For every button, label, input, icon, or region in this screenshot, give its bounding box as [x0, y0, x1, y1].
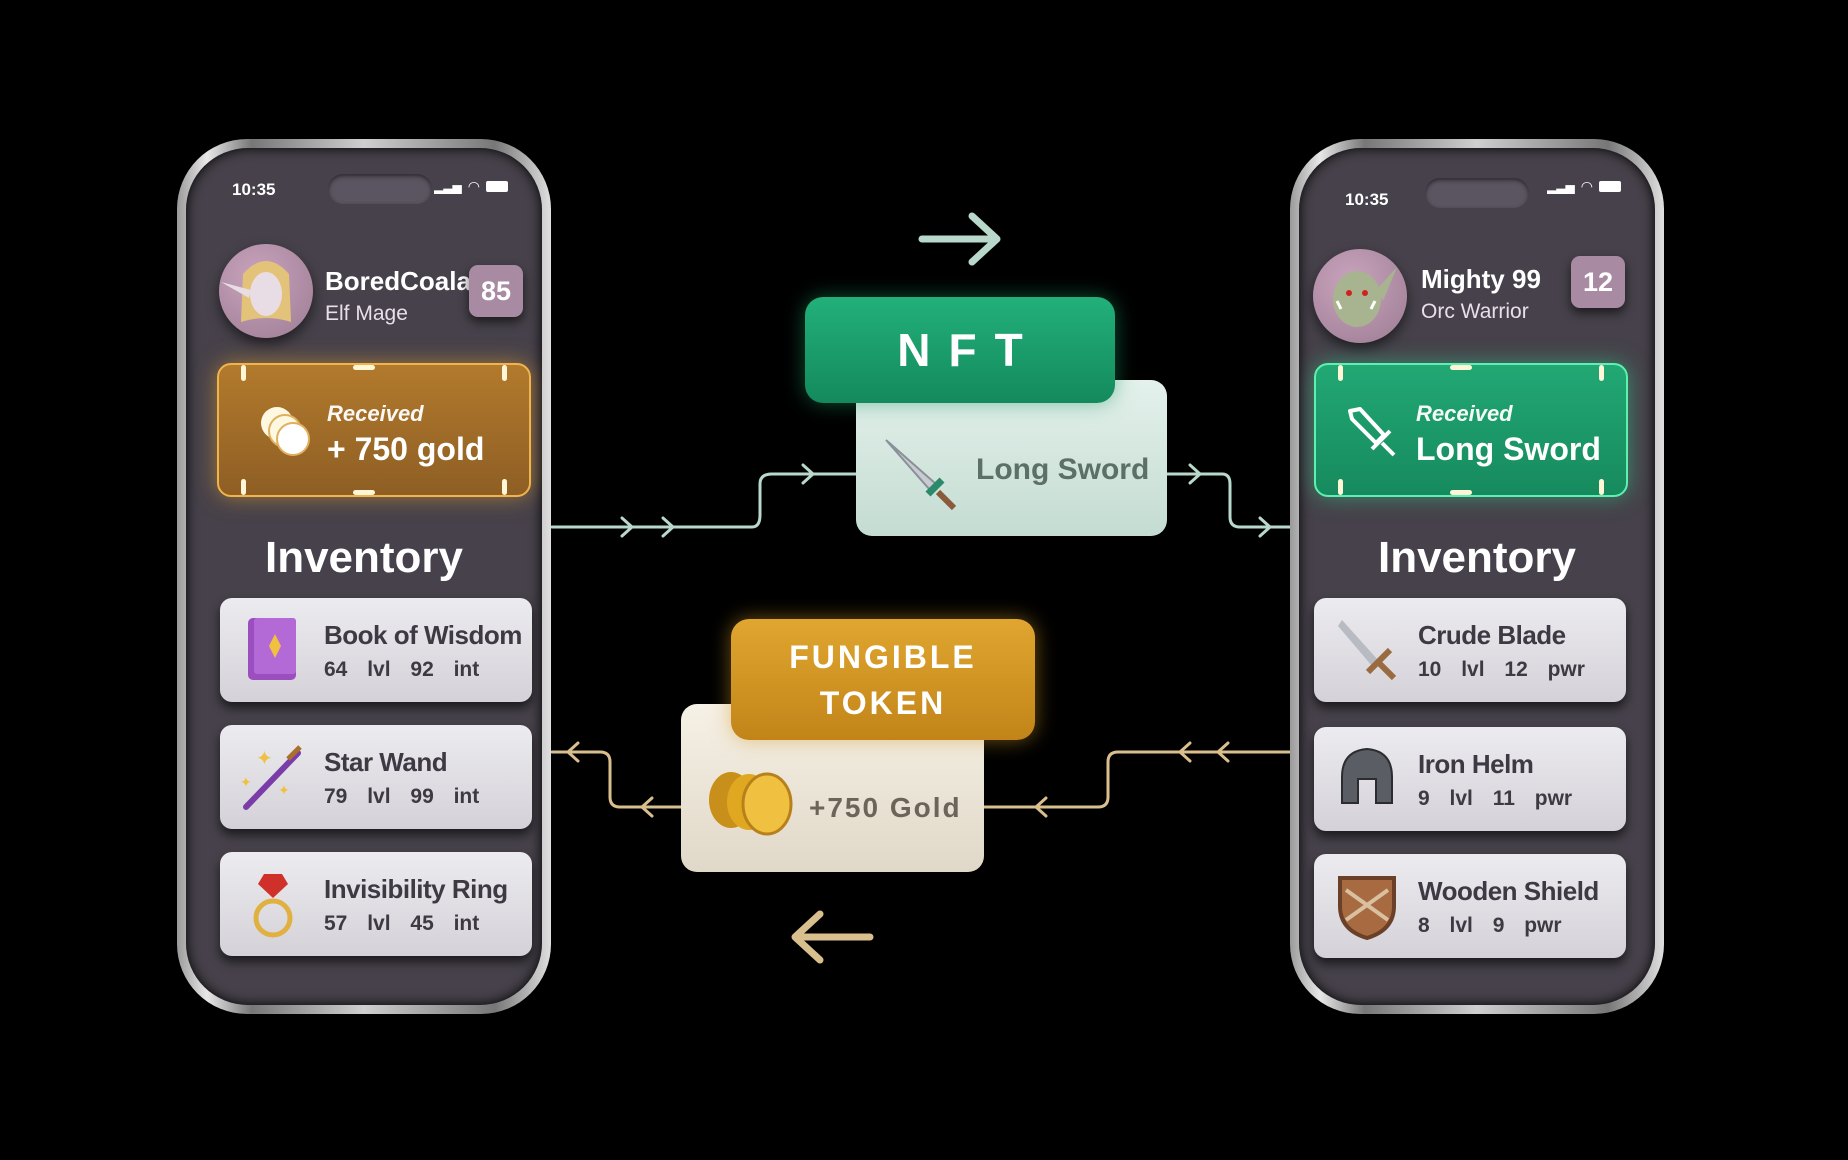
nft-label-text: NFT [897, 324, 1041, 376]
item-stat: 45 int [410, 912, 480, 935]
item-level: 79 lvl [324, 785, 391, 808]
received-banner: Received + 750 gold [217, 363, 531, 497]
helm-icon [1341, 747, 1393, 804]
player-name: BoredCoala [325, 266, 471, 296]
orc-avatar-icon [1333, 267, 1397, 327]
book-icon [248, 618, 296, 680]
item-stat: 11 pwr [1492, 787, 1573, 810]
received-label: Received [327, 401, 424, 426]
battery-icon [486, 181, 508, 192]
item-stat: 12 pwr [1504, 658, 1585, 681]
inventory-item[interactable]: ✦✦✦ Star Wand 79 lvl 99 int [220, 725, 532, 829]
level-badge: 12 [1571, 256, 1625, 308]
inventory-item[interactable]: Wooden Shield 8 lvl 9 pwr [1314, 854, 1626, 958]
token-line-left [550, 750, 683, 809]
coins-icon [261, 407, 310, 456]
inventory-item[interactable]: Crude Blade 10 lvl 12 pwr [1314, 598, 1626, 702]
blade-icon [1338, 620, 1397, 681]
player-name: Mighty 99 [1421, 264, 1541, 294]
battery-icon [1599, 181, 1621, 192]
item-name: Crude Blade [1418, 620, 1566, 650]
dynamic-island [328, 174, 432, 204]
item-stats: 64 lvl 92 int [324, 658, 479, 682]
inventory-title: Inventory [1377, 533, 1577, 582]
player-class: Orc Warrior [1421, 300, 1529, 323]
right-phone: 10:35 ▂▃▅ ◠ Mighty 99 Orc Warrior 12 Rece… [1290, 139, 1664, 1014]
nft-item-card: Long Sword [856, 380, 1167, 536]
sword-icon [1348, 407, 1396, 457]
item-name: Star Wand [324, 747, 448, 777]
token-label: FUNGIBLE TOKEN [731, 619, 1035, 740]
item-stat: 99 int [410, 785, 480, 808]
signal-icon: ▂▃▅ [1547, 179, 1575, 194]
item-stat: 92 int [410, 658, 480, 681]
long-sword-icon [885, 439, 957, 511]
item-level: 10 lvl [1418, 658, 1485, 681]
signal-icon: ▂▃▅ [434, 179, 462, 194]
svg-text:✦: ✦ [240, 774, 252, 790]
status-icons: ▂▃▅ ◠ [1547, 178, 1621, 195]
item-name: Book of Wisdom [324, 620, 522, 650]
gold-coins-icon [709, 772, 793, 836]
avatar[interactable] [219, 244, 313, 338]
item-stat: 9 pwr [1492, 914, 1562, 937]
received-value: + 750 gold [327, 431, 485, 467]
received-banner: Received Long Sword [1314, 363, 1628, 497]
inventory-title: Inventory [264, 533, 464, 582]
nft-line-left [550, 472, 858, 529]
item-name: Wooden Shield [1418, 876, 1599, 906]
token-label-text: FUNGIBLE TOKEN [789, 638, 977, 721]
nft-label: NFT [805, 297, 1115, 403]
status-icons: ▂▃▅ ◠ [434, 178, 508, 195]
inventory-item[interactable]: Book of Wisdom 64 lvl 92 int [220, 598, 532, 702]
level-badge: 85 [469, 265, 523, 317]
dynamic-island [1425, 178, 1529, 208]
item-stats: 57 lvl 45 int [324, 912, 479, 936]
svg-text:✦: ✦ [278, 782, 290, 798]
nft-item-name: Long Sword [976, 453, 1150, 486]
inventory-item[interactable]: Iron Helm 9 lvl 11 pwr [1314, 727, 1626, 831]
item-stats: 8 lvl 9 pwr [1418, 914, 1562, 938]
inventory-item[interactable]: Invisibility Ring 57 lvl 45 int [220, 852, 532, 956]
item-level: 64 lvl [324, 658, 391, 681]
elf-avatar-icon [221, 261, 291, 322]
player-class: Elf Mage [325, 302, 408, 325]
wifi-icon: ◠ [1580, 178, 1593, 194]
status-time: 10:35 [1345, 190, 1389, 209]
item-stats: 10 lvl 12 pwr [1418, 658, 1585, 682]
wifi-icon: ◠ [467, 178, 480, 194]
item-name: Invisibility Ring [324, 874, 508, 904]
arrow-right-icon [918, 212, 1001, 266]
item-stats: 79 lvl 99 int [324, 785, 479, 809]
left-phone: 10:35 ▂▃▅ ◠ BoredCoala Elf Mage 85 Receiv… [177, 139, 551, 1014]
token-item-name: +750 Gold [809, 792, 962, 823]
received-label: Received [1416, 401, 1513, 426]
avatar[interactable] [1313, 249, 1407, 343]
nft-line-right [1165, 472, 1292, 529]
arrow-left-icon [791, 910, 874, 964]
wand-icon: ✦✦✦ [240, 745, 302, 810]
item-name: Iron Helm [1418, 749, 1534, 779]
item-level: 8 lvl [1418, 914, 1473, 937]
token-line-right [982, 750, 1292, 809]
svg-text:✦: ✦ [256, 748, 273, 770]
item-level: 9 lvl [1418, 787, 1473, 810]
status-time: 10:35 [232, 180, 276, 199]
item-level: 57 lvl [324, 912, 391, 935]
received-value: Long Sword [1416, 431, 1601, 467]
shield-icon [1338, 876, 1396, 941]
item-stats: 9 lvl 11 pwr [1418, 787, 1572, 811]
ring-icon [253, 874, 293, 938]
